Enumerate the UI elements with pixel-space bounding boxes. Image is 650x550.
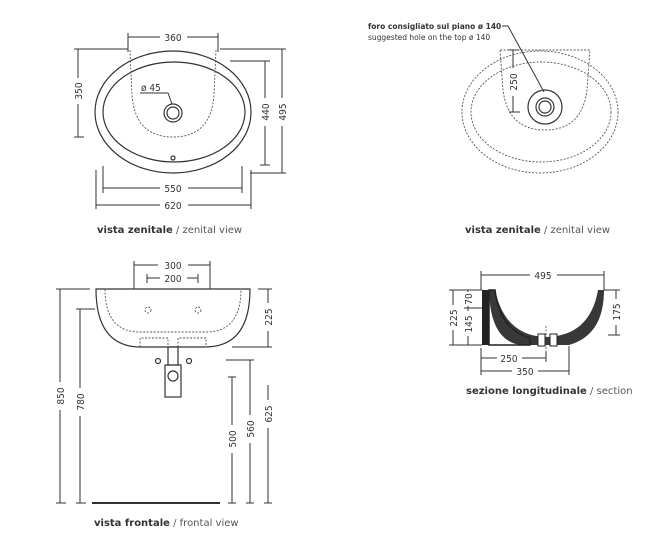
base-dashed <box>139 337 207 347</box>
note-hole-en: suggested hole on the top ø 140 <box>368 33 490 42</box>
dim-line-495-section <box>480 271 605 290</box>
basin-front <box>95 288 251 348</box>
dim-outer-depth: 495 <box>278 103 289 120</box>
dim-fix-height: 780 <box>76 393 87 410</box>
dim-line-300 <box>133 261 211 289</box>
note-hole-it: foro consigliato sul piano ø 140 <box>368 22 501 31</box>
dim-line-780 <box>76 308 95 504</box>
section-bowl <box>489 290 604 345</box>
dim-inner-width: 550 <box>164 184 181 195</box>
dim-line-350 <box>74 48 128 138</box>
dim-line-560 <box>226 359 254 504</box>
dim-top: 70 <box>464 293 475 305</box>
caption-zenital-right: vista zenitale / zenital view <box>465 225 610 236</box>
drain-inner <box>166 106 180 120</box>
dim-line-175 <box>604 289 620 336</box>
dim-inner-depth: 440 <box>261 103 272 120</box>
hole-140 <box>527 89 563 125</box>
dim-h560: 560 <box>246 420 257 437</box>
drain-outer <box>163 103 183 123</box>
dim-line-850 <box>56 288 90 504</box>
dim-base: 350 <box>516 367 533 378</box>
dim-line-225-section <box>449 289 482 346</box>
basin-inner-dashed <box>104 288 242 333</box>
dim-basin-height: 225 <box>264 308 275 325</box>
siphon-body <box>164 364 182 398</box>
dim-line-500 <box>228 376 236 504</box>
bolt-left <box>154 357 162 365</box>
section-bowl-inner <box>497 290 596 333</box>
dim-h500: 500 <box>228 430 239 447</box>
caption-frontal: vista frontale / frontal view <box>94 518 239 529</box>
dim-total-height: 850 <box>56 387 67 404</box>
pedestal-outline <box>499 49 591 131</box>
section-view: 495 225 70 145 175 250 350 sezione longi… <box>449 271 633 397</box>
dim-h625: 625 <box>264 405 275 422</box>
section-wall <box>482 290 489 345</box>
section-drain-right <box>549 333 558 347</box>
basin-outer-rim-dashed <box>461 50 619 174</box>
section-drain-left <box>537 333 546 347</box>
zenital-view-left: ø 45 360 350 440 495 550 620 vista zenit… <box>74 33 289 236</box>
dim-drain-offset: 250 <box>500 354 517 365</box>
dim-fix-inner: 200 <box>164 274 181 285</box>
dim-line-440 <box>230 60 270 166</box>
dim-line-350-section <box>481 346 570 375</box>
basin-inner-rim <box>102 61 246 163</box>
dim-height: 225 <box>449 309 460 326</box>
zenital-view-right: foro consigliato sul piano ø 140 suggest… <box>368 22 619 236</box>
hole-leader <box>502 25 545 93</box>
dim-line-360 <box>127 33 219 52</box>
basin-inner-rim-dashed <box>470 61 612 163</box>
dim-inner-height: 175 <box>612 303 623 320</box>
dim-line-620 <box>95 170 252 209</box>
bolt-right <box>185 357 193 365</box>
dim-line-250 <box>509 49 520 113</box>
drain-outer <box>535 97 555 117</box>
dim-line-200 <box>146 274 199 283</box>
dim-line-70-145 <box>464 290 482 345</box>
dim-depth-bowl: 350 <box>74 82 85 99</box>
fixing-hole-left <box>144 306 152 314</box>
drain-inner <box>538 100 552 114</box>
dim-outer-width: 620 <box>164 201 181 212</box>
basin-outer-rim <box>94 50 252 174</box>
drain-leader <box>140 92 173 105</box>
caption-section: sezione longitudinale / section <box>466 386 633 397</box>
dim-line-550 <box>102 166 243 193</box>
dim-width-top: 360 <box>164 33 181 44</box>
dim-line-495 <box>220 48 286 174</box>
dim-drain: ø 45 <box>141 83 161 94</box>
siphon-neck <box>167 346 179 366</box>
frontal-view: 300 200 850 780 225 625 560 500 vista fr… <box>56 261 275 529</box>
dim-depth: 495 <box>534 271 551 282</box>
dim-line-250-section <box>480 348 547 375</box>
siphon-cap <box>167 370 179 382</box>
dim-hole-offset: 250 <box>509 73 520 90</box>
overflow-hole <box>170 155 176 161</box>
caption-zenital-left: vista zenitale / zenital view <box>97 225 242 236</box>
dim-fix-outer: 300 <box>164 261 181 272</box>
dim-line-625 <box>264 385 272 504</box>
fixing-hole-right <box>194 306 202 314</box>
dim-lower: 145 <box>464 315 475 332</box>
dim-line-225 <box>232 288 272 348</box>
